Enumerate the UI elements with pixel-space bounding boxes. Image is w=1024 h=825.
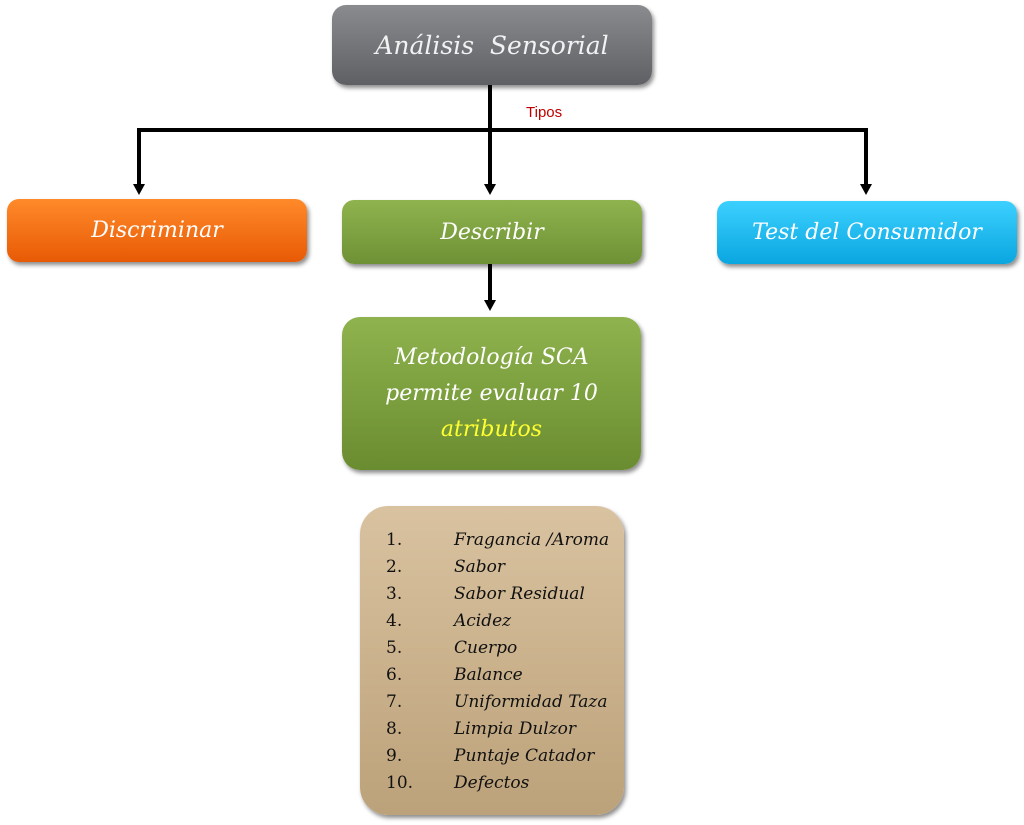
attributes-list: 1. Fragancia /Aroma 2. Sabor 3. Sabor Residua… bbox=[360, 506, 624, 815]
item-label: Uniformidad Taza bbox=[454, 691, 608, 712]
list-item: 3. Sabor Residual bbox=[360, 580, 624, 607]
methodology-highlight: atributos bbox=[440, 416, 543, 442]
item-label: Defectos bbox=[454, 772, 530, 793]
type-label: Describir bbox=[440, 219, 544, 245]
item-number: 1. bbox=[386, 529, 403, 550]
arrow-down-icon bbox=[133, 184, 145, 195]
type-node-discriminar: Discriminar bbox=[7, 199, 307, 262]
arrow-down-icon bbox=[484, 184, 496, 195]
list-item: 8. Limpia Dulzor bbox=[360, 715, 624, 742]
list-item: 5. Cuerpo bbox=[360, 634, 624, 661]
item-number: 5. bbox=[386, 637, 403, 658]
list-item: 9. Puntaje Catador bbox=[360, 742, 624, 769]
item-label: Cuerpo bbox=[454, 637, 518, 658]
type-node-describir: Describir bbox=[342, 200, 642, 264]
item-number: 6. bbox=[386, 664, 403, 685]
item-number: 3. bbox=[386, 583, 403, 604]
item-number: 7. bbox=[386, 691, 403, 712]
arrow-down-icon bbox=[860, 184, 872, 195]
type-node-test-consumidor: Test del Consumidor bbox=[717, 201, 1017, 264]
connector-right bbox=[864, 128, 868, 186]
list-item: 7. Uniformidad Taza bbox=[360, 688, 624, 715]
connector-root-down bbox=[488, 85, 492, 132]
root-node: Análisis Sensorial bbox=[332, 5, 652, 85]
type-label: Discriminar bbox=[91, 218, 223, 243]
item-number: 2. bbox=[386, 556, 403, 577]
list-item: 6. Balance bbox=[360, 661, 624, 688]
list-item: 10. Defectos bbox=[360, 769, 624, 796]
item-label: Balance bbox=[454, 664, 523, 685]
item-label: Limpia Dulzor bbox=[454, 718, 577, 739]
item-label: Sabor bbox=[454, 556, 506, 577]
item-number: 9. bbox=[386, 745, 403, 766]
connector-describir-down bbox=[488, 264, 492, 302]
item-label: Fragancia /Aroma bbox=[454, 529, 610, 550]
root-label: Análisis Sensorial bbox=[375, 30, 609, 60]
list-item: 4. Acidez bbox=[360, 607, 624, 634]
methodology-node: Metodología SCA permite evaluar 10 atrib… bbox=[342, 317, 641, 470]
connector-label: Tipos bbox=[526, 104, 563, 121]
methodology-line: Metodología SCA bbox=[394, 344, 589, 370]
connector-horizontal bbox=[137, 128, 868, 132]
item-label: Puntaje Catador bbox=[454, 745, 595, 766]
connector-left bbox=[137, 128, 141, 186]
arrow-down-icon bbox=[484, 300, 496, 311]
list-item: 2. Sabor bbox=[360, 553, 624, 580]
item-number: 10. bbox=[386, 772, 414, 793]
connector-middle bbox=[488, 128, 492, 186]
methodology-line: permite evaluar 10 bbox=[385, 380, 598, 406]
item-number: 4. bbox=[386, 610, 403, 631]
type-label: Test del Consumidor bbox=[752, 220, 982, 245]
list-item: 1. Fragancia /Aroma bbox=[360, 526, 624, 553]
item-number: 8. bbox=[386, 718, 403, 739]
item-label: Acidez bbox=[454, 610, 512, 631]
item-label: Sabor Residual bbox=[454, 583, 585, 604]
